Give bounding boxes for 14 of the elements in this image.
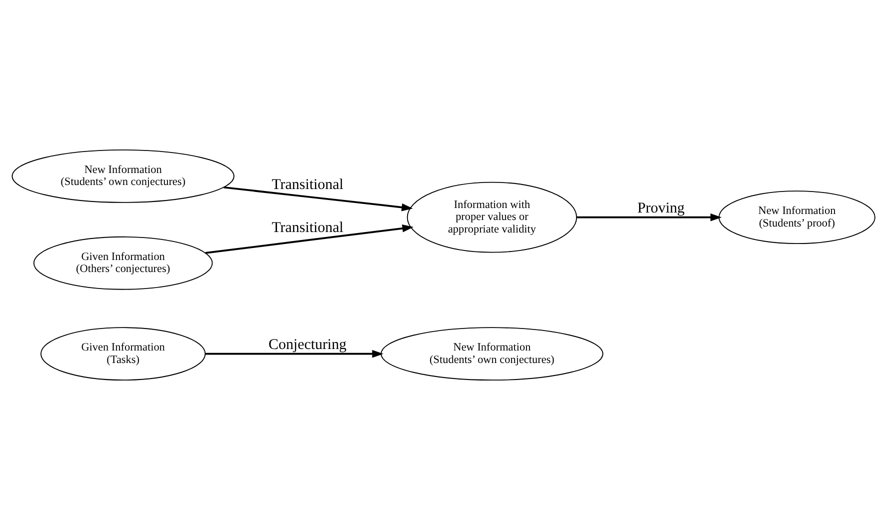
node-ellipse: Given Information (Tasks) — [40, 326, 206, 380]
arrow — [224, 186, 413, 211]
edge-label: Proving — [637, 200, 685, 216]
arrow — [576, 212, 722, 221]
edge-label: Conjecturing — [268, 336, 347, 352]
node-ellipse: New Information (Students’ own conjectures) — [12, 148, 234, 202]
node-ellipse: New Information (Students’ proof) — [718, 190, 876, 244]
arrow — [205, 224, 414, 254]
node-ellipse: Given Information (Others’ conjectures) — [33, 236, 213, 290]
node-ellipse: Information with proper values or appropriate validity — [406, 181, 578, 252]
edge-label: Transitional — [272, 176, 344, 193]
edge-label: Transitional — [272, 220, 344, 236]
arrow — [205, 349, 384, 358]
node-ellipse: New Information (Students’ own conjectures) — [380, 326, 604, 380]
